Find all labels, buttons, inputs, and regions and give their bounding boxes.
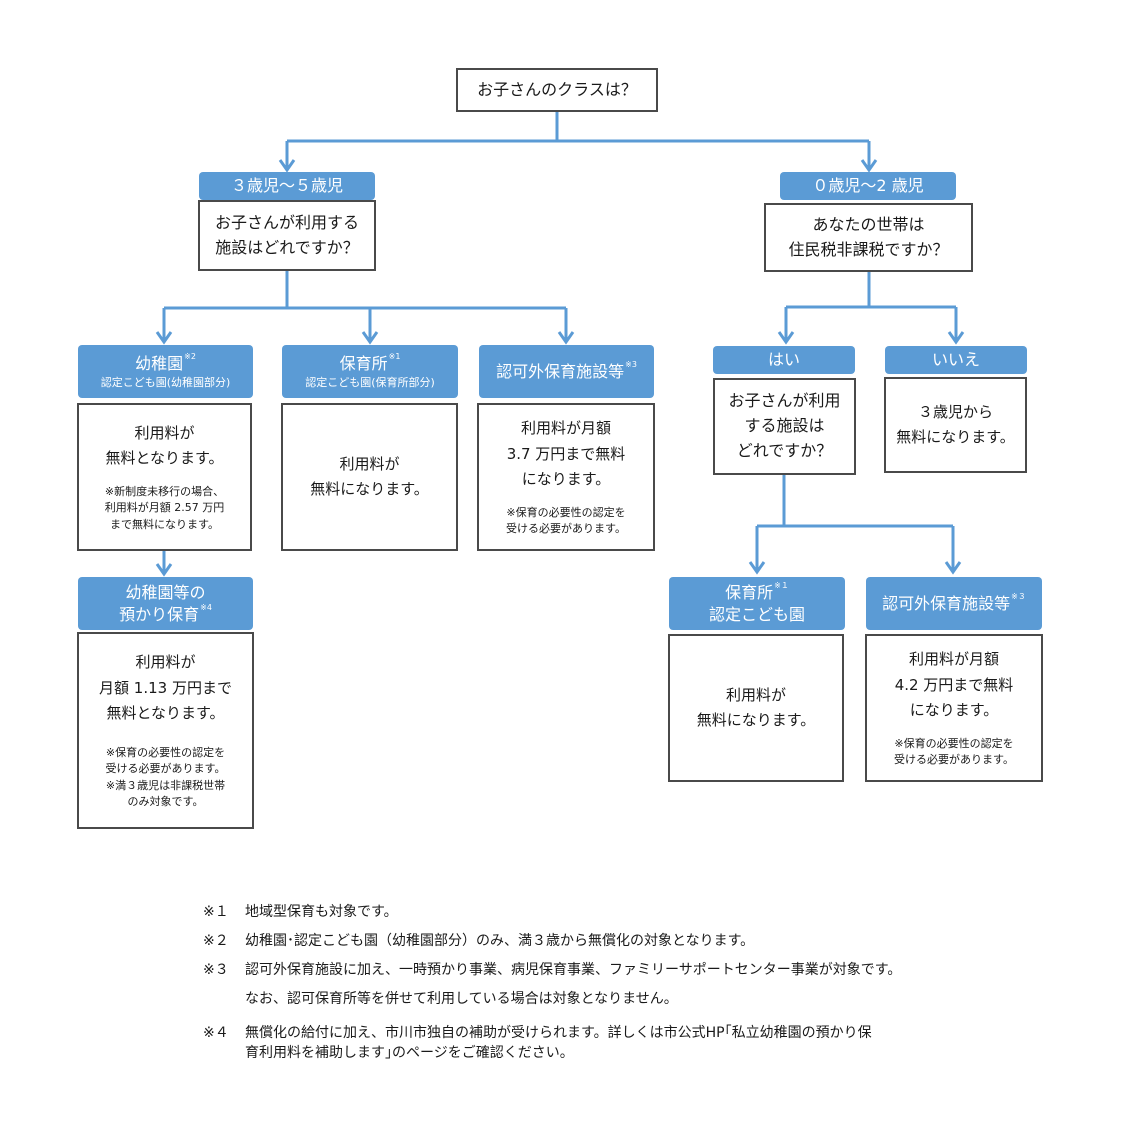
temporary-care-title-line2: 預かり保育※4 [119, 603, 212, 624]
footnote-3-continued: なお、認可保育所等を併せて利用している場合は対象となりません。 [245, 990, 678, 1010]
root-question: お子さんのクラスは？ [477, 79, 637, 99]
unlicensed-left-title: 認可外保育施設等※3 [496, 359, 637, 381]
yes-text: はい [767, 350, 800, 370]
nursery-left-label: 保育所※1 認定こども園(保育所部分) [282, 345, 458, 398]
yes-question-line1: お子さんが利用 [728, 391, 841, 411]
unlicensed-right-result-line3: になります。 [909, 701, 999, 720]
no-result-line1: ３歳児から [917, 402, 993, 421]
footnote-2: ※２ 幼稚園･認定こども園（幼稚園部分）のみ、満３歳から無償化の対象となります。 [203, 932, 754, 952]
nursery-left-result-line1: 利用料が [339, 454, 400, 473]
nursery-right-result-line1: 利用料が [725, 685, 786, 704]
footnote-4-mark: ※４ [203, 1025, 229, 1041]
no-result-line2: 無料になります。 [896, 428, 1015, 446]
kindergarten-result-line2: 無料となります。 [105, 449, 224, 468]
no-result-box: ３歳児から 無料になります。 [884, 377, 1027, 473]
unlicensed-left-result-line1: 利用料が月額 [520, 419, 611, 438]
no-text: いいえ [931, 350, 980, 370]
unlicensed-right-result-line1: 利用料が月額 [908, 650, 999, 669]
nursery-right-title-line1: 保育所※１ [725, 580, 789, 602]
footnote-1: ※１ 地域型保育も対象です。 [203, 903, 398, 923]
footnote-4-text-line2: 育利用料を補助します｣のページをご確認ください。 [245, 1045, 574, 1061]
footnote-mark-1-right: ※１ [774, 580, 789, 590]
left-question-line1: お子さんが利用する [214, 212, 359, 232]
no-label: いいえ [885, 346, 1027, 374]
unlicensed-left-note-line2: 受ける必要があります。 [506, 522, 626, 536]
nursery-right-result-box: 利用料が 無料になります。 [668, 634, 844, 782]
temporary-care-result-box: 利用料が 月額 1.13 万円まで 無料となります。 ※保育の必要性の認定を 受… [77, 632, 254, 829]
nursery-left-result-box: 利用料が 無料になります。 [281, 403, 458, 551]
kindergarten-result-box: 利用料が 無料となります。 ※新制度未移行の場合、 利用料が月額 2.57 万円… [77, 403, 252, 551]
nursery-right-result-line2: 無料になります。 [696, 711, 816, 729]
age-3-5-text: ３歳児～５歳児 [230, 176, 343, 196]
footnote-mark-3-right: ※３ [1011, 591, 1026, 601]
left-question-box: お子さんが利用する 施設はどれですか？ [198, 200, 376, 271]
kindergarten-note-line1: ※新制度未移行の場合、 [104, 484, 225, 498]
yes-label: はい [713, 346, 855, 374]
right-question-line2: 住民税非課税ですか？ [788, 239, 949, 259]
yes-question-line2: する施設は [744, 416, 825, 436]
footnote-mark-3: ※3 [625, 359, 637, 369]
yes-question-line3: どれですか？ [736, 440, 833, 460]
age-0-2-text: ０歳児～2 歳児 [812, 176, 924, 196]
age-0-2-label: ０歳児～2 歳児 [780, 172, 956, 200]
footnote-2-text: 幼稚園･認定こども園（幼稚園部分）のみ、満３歳から無償化の対象となります。 [245, 933, 755, 949]
age-3-5-label: ３歳児～５歳児 [199, 172, 375, 200]
unlicensed-right-note-line1: ※保育の必要性の認定を [894, 736, 1014, 750]
unlicensed-right-title: 認可外保育施設等※３ [882, 591, 1026, 613]
temporary-care-result-line3: 無料となります。 [106, 704, 225, 723]
kindergarten-label: 幼稚園※2 認定こども園(幼稚園部分) [78, 345, 253, 398]
footnote-mark-1: ※1 [388, 351, 401, 361]
footnote-4-text-line1: 無償化の給付に加え、市川市独自の補助が受けられます。詳しくは市公式HP｢私立幼稚… [245, 1025, 872, 1041]
unlicensed-left-note-line1: ※保育の必要性の認定を [506, 505, 626, 519]
footnote-4: ※４ 無償化の給付に加え、市川市独自の補助が受けられます。詳しくは市公式HP｢私立… [203, 1024, 872, 1044]
temporary-care-note-line4: のみ対象です。 [127, 795, 204, 809]
footnote-3-text-line2: なお、認可保育所等を併せて利用している場合は対象となりません。 [245, 991, 678, 1007]
footnote-mark-2: ※2 [184, 351, 196, 361]
footnote-3-mark: ※３ [203, 962, 229, 978]
footnote-4-continued: 育利用料を補助します｣のページをご確認ください。 [245, 1044, 574, 1064]
unlicensed-left-result-box: 利用料が月額 3.7 万円まで無料 になります。 ※保育の必要性の認定を 受ける… [477, 403, 655, 551]
temporary-care-result-line1: 利用料が [135, 653, 196, 672]
unlicensed-right-result-box: 利用料が月額 4.2 万円まで無料 になります。 ※保育の必要性の認定を 受ける… [865, 634, 1043, 782]
temporary-care-note-line2: 受ける必要があります。 [105, 762, 226, 776]
nursery-left-result-line2: 無料になります。 [310, 480, 429, 498]
temporary-care-note-line3: ※満３歳児は非課税世帯 [105, 778, 226, 792]
footnote-mark-4: ※4 [200, 603, 212, 612]
kindergarten-title: 幼稚園※2 [135, 351, 196, 373]
nursery-left-title: 保育所※1 [339, 351, 401, 373]
kindergarten-subtitle: 認定こども園(幼稚園部分) [100, 376, 231, 389]
unlicensed-left-result-line3: になります。 [521, 470, 611, 489]
nursery-right-label: 保育所※１ 認定こども園 [669, 577, 845, 630]
footnote-1-mark: ※１ [203, 904, 229, 920]
nursery-left-subtitle: 認定こども園(保育所部分) [305, 376, 435, 389]
right-question-box: あなたの世帯は 住民税非課税ですか？ [764, 203, 973, 272]
unlicensed-right-note-line2: 受ける必要があります。 [894, 753, 1014, 767]
temporary-care-title-line1: 幼稚園等の [125, 582, 206, 602]
footnote-3-text-line1: 認可外保育施設に加え、一時預かり事業、病児保育事業、ファミリーサポートセンター事… [245, 962, 902, 978]
kindergarten-note-line2: 利用料が月額 2.57 万円 [104, 501, 225, 515]
footnote-1-text: 地域型保育も対象です。 [245, 904, 398, 920]
left-question-line2: 施設はどれですか？ [215, 237, 359, 257]
footnote-2-mark: ※２ [203, 933, 229, 949]
temporary-care-result-line2: 月額 1.13 万円まで [99, 678, 232, 697]
nursery-right-title-line2: 認定こども園 [708, 605, 805, 624]
unlicensed-right-label: 認可外保育施設等※３ [866, 577, 1042, 630]
kindergarten-note-line3: まで無料になります。 [110, 517, 219, 531]
unlicensed-left-result-line2: 3.7 万円まで無料 [506, 444, 626, 463]
footnote-3: ※３ 認可外保育施設に加え、一時預かり事業、病児保育事業、ファミリーサポートセンタ… [203, 961, 901, 981]
temporary-care-label: 幼稚園等の 預かり保育※4 [78, 577, 253, 630]
unlicensed-right-result-line2: 4.2 万円まで無料 [894, 675, 1014, 694]
unlicensed-left-label: 認可外保育施設等※3 [479, 345, 654, 398]
kindergarten-result-line1: 利用料が [134, 423, 195, 442]
temporary-care-note-line1: ※保育の必要性の認定を [105, 745, 226, 759]
right-question-line1: あなたの世帯は [812, 214, 925, 234]
yes-question-box: お子さんが利用 する施設は どれですか？ [713, 378, 856, 475]
root-question-box: お子さんのクラスは？ [456, 68, 658, 112]
